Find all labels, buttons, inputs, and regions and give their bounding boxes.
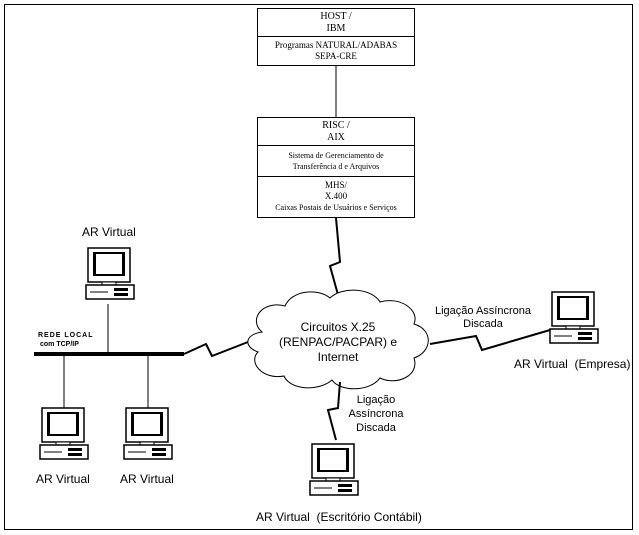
lan-line-2: com TCP/IP	[40, 341, 79, 348]
right-link-line-2: Discada	[463, 318, 503, 330]
risc-title-1: RISC /	[322, 120, 350, 131]
lan-cloud-link	[183, 341, 249, 358]
lan-bus	[34, 352, 184, 356]
right-link-label: Ligação Assíncrona Discada	[430, 305, 536, 331]
mhs-title-1: MHS/	[324, 180, 347, 190]
ws-right-label: AR Virtual (Empresa)	[514, 357, 631, 371]
bottom-link-line-2: Assíncrona	[348, 408, 404, 420]
mhs-title-2: X.400	[324, 191, 348, 201]
risc-desc-2: Transferência d e Arquivos	[292, 162, 380, 171]
cloud-line-2: (RENPAC/PACPAR) e	[278, 335, 398, 349]
host-desc-2: SEPA-CRE	[315, 51, 357, 61]
computer-icon	[309, 443, 359, 496]
cloud-line-1: Circuitos X.25	[300, 320, 376, 334]
risc-desc-1: Sistema de Gerenciamento de	[288, 151, 384, 160]
cloud-right-link	[429, 329, 551, 352]
cloud-shape	[247, 289, 429, 390]
host-desc-1: Programas NATURAL/ADABAS	[274, 40, 398, 50]
diagram-frame	[4, 4, 633, 530]
computer-icon	[123, 407, 173, 460]
bottom-link-line-3: Discada	[356, 422, 396, 434]
computer-icon	[549, 291, 599, 344]
cloud-bottom-link	[326, 381, 341, 441]
bottom-link-line-1: Ligação	[356, 394, 396, 406]
ws-bottom-label: AR Virtual (Escritório Contábil)	[256, 510, 422, 524]
cloud-line-3: Internet	[317, 350, 359, 364]
lan-line-1: REDE LOCAL	[38, 332, 94, 339]
computer-icon	[39, 407, 89, 460]
host-title-2: IBM	[326, 23, 346, 34]
right-link-line-1: Ligação Assíncrona	[434, 305, 531, 317]
risc-cloud-link	[328, 217, 342, 303]
risc-box: RISC / AIX Sistema de Gerenciamento de T…	[257, 117, 415, 218]
host-title-1: HOST /	[320, 11, 352, 22]
lan-label: REDE LOCAL com TCP/IP	[38, 331, 94, 349]
ws-bottom-left-2-label: AR Virtual	[120, 472, 174, 486]
mhs-desc: Caixas Postais de Usuários e Serviços	[275, 203, 397, 212]
bottom-link-label: Ligação Assíncrona Discada	[344, 393, 408, 435]
ws-bottom-left-1-label: AR Virtual	[36, 472, 90, 486]
risc-title-2: AIX	[327, 132, 345, 143]
ws-top-left-label: AR Virtual	[82, 225, 136, 239]
host-box: HOST / IBM Programas NATURAL/ADABAS SEPA…	[257, 8, 415, 66]
cloud-label: Circuitos X.25 (RENPAC/PACPAR) e Interne…	[268, 320, 408, 365]
computer-icon	[85, 247, 135, 300]
